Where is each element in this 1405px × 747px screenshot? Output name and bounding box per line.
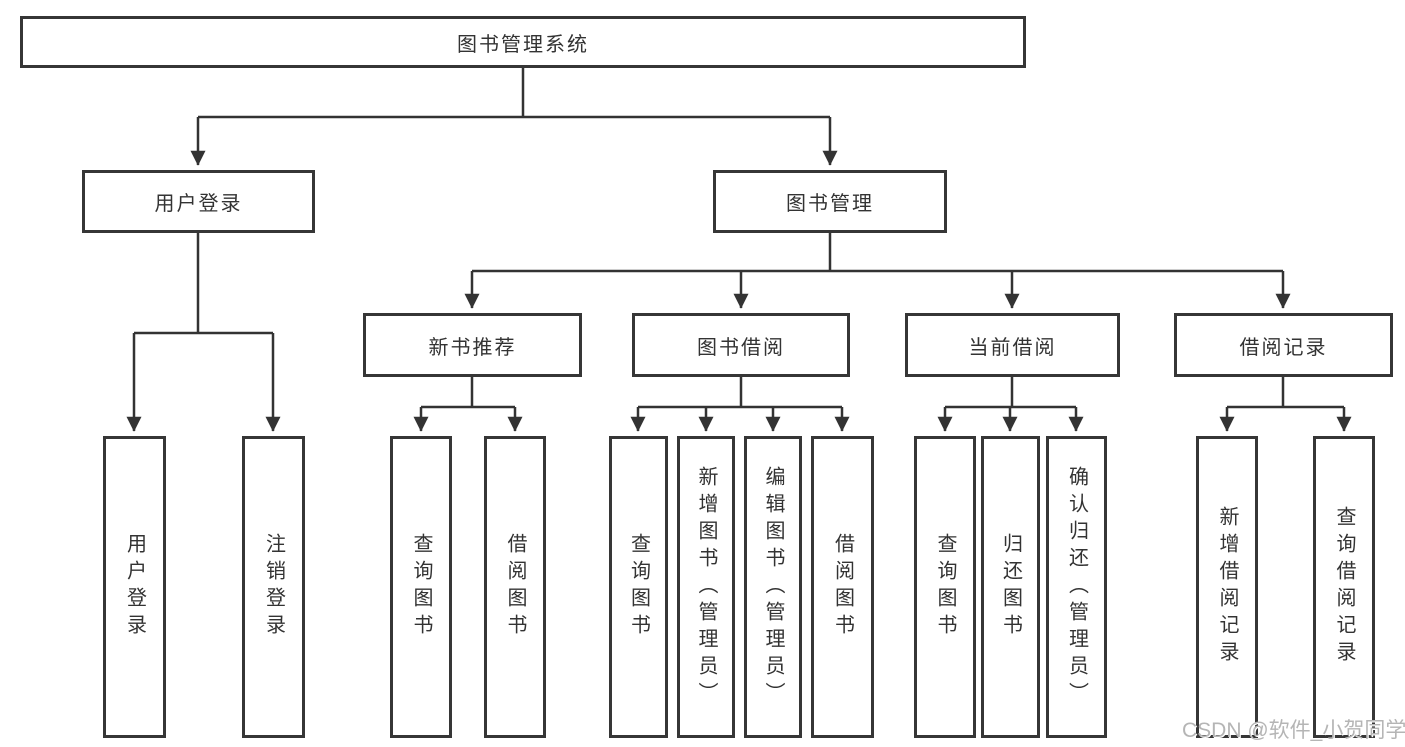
leaf-newbook-query-books: 查询图书 [390,436,452,738]
watermark: CSDN @软件_小贺同学 [1182,719,1405,742]
node-borrowing-records: 借阅记录 [1174,313,1393,377]
leaf-newbook-borrow-books: 借阅图书 [484,436,546,738]
leaf-borrow-borrow-books: 借阅图书 [811,436,874,738]
node-book-management: 图书管理 [713,170,947,233]
node-user-login-label: 用户登录 [154,193,243,215]
node-new-book-recommend-label: 新书推荐 [428,336,517,359]
leaf-borrow-edit-books-label: 编辑图书（管理员） [762,465,784,709]
node-book-management-label: 图书管理 [786,193,874,215]
leaf-user-login: 用户登录 [103,436,166,738]
node-book-borrowing: 图书借阅 [632,313,850,377]
leaf-newbook-borrow-books-label: 借阅图书 [504,533,526,641]
leaf-records-query-record-label: 查询借阅记录 [1333,506,1355,668]
leaf-records-query-record: 查询借阅记录 [1313,436,1375,738]
leaf-records-add-record: 新增借阅记录 [1196,436,1258,738]
node-book-borrowing-label: 图书借阅 [697,336,785,359]
leaf-user-login-label: 用户登录 [123,533,146,641]
leaf-current-confirm-return-label: 确认归还（管理员） [1065,465,1088,709]
leaf-current-query-books-label: 查询图书 [934,533,956,641]
leaf-borrow-borrow-books-label: 借阅图书 [831,533,854,641]
leaf-borrow-edit-books: 编辑图书（管理员） [744,436,802,738]
leaf-borrow-query-books: 查询图书 [609,436,668,738]
leaf-borrow-add-books-label: 新增图书（管理员） [695,465,717,709]
leaf-logout-label: 注销登录 [262,533,285,641]
leaf-logout: 注销登录 [242,436,305,738]
node-new-book-recommend: 新书推荐 [363,313,582,377]
node-current-borrowing: 当前借阅 [905,313,1120,377]
leaf-records-add-record-label: 新增借阅记录 [1216,506,1238,668]
leaf-borrow-query-books-label: 查询图书 [627,533,650,641]
leaf-borrow-add-books: 新增图书（管理员） [677,436,735,738]
node-root-label: 图书管理系统 [457,33,589,56]
node-borrowing-records-label: 借阅记录 [1239,336,1328,359]
leaf-current-confirm-return: 确认归还（管理员） [1046,436,1107,738]
node-root: 图书管理系统 [20,16,1026,68]
node-current-borrowing-label: 当前借阅 [968,336,1057,359]
leaf-current-query-books: 查询图书 [914,436,976,738]
node-user-login: 用户登录 [82,170,315,233]
leaf-current-return-books: 归还图书 [981,436,1040,738]
leaf-newbook-query-books-label: 查询图书 [410,533,432,641]
leaf-current-return-books-label: 归还图书 [999,533,1022,641]
